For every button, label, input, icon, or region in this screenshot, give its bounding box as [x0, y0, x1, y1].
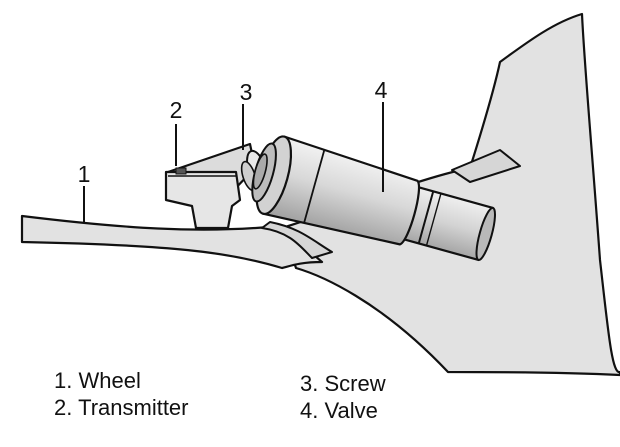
callout-3: 3 [240, 79, 253, 105]
legend-label: Wheel [78, 368, 141, 393]
legend-item-wheel: 1. Wheel [54, 368, 141, 394]
legend-label: Screw [324, 371, 386, 396]
legend-number: 4. [300, 398, 319, 423]
legend-number: 2. [54, 395, 73, 420]
legend-item-valve: 4. Valve [300, 398, 378, 424]
callout-4: 4 [375, 77, 388, 103]
legend-label: Transmitter [78, 395, 189, 420]
callout-2: 2 [170, 97, 183, 123]
legend-item-screw: 3. Screw [300, 371, 386, 397]
rim-valve-seat-shape [261, 221, 333, 259]
legend-label: Valve [324, 398, 378, 423]
transmitter-shape [164, 142, 257, 230]
wheel-rim-shape [20, 214, 324, 270]
legend-number: 1. [54, 368, 73, 393]
valve-shape [251, 135, 496, 262]
callout-1: 1 [78, 161, 91, 187]
legend-number: 3. [300, 371, 319, 396]
tire-wedge-shape [451, 149, 521, 183]
legend-item-transmitter: 2. Transmitter [54, 395, 189, 421]
